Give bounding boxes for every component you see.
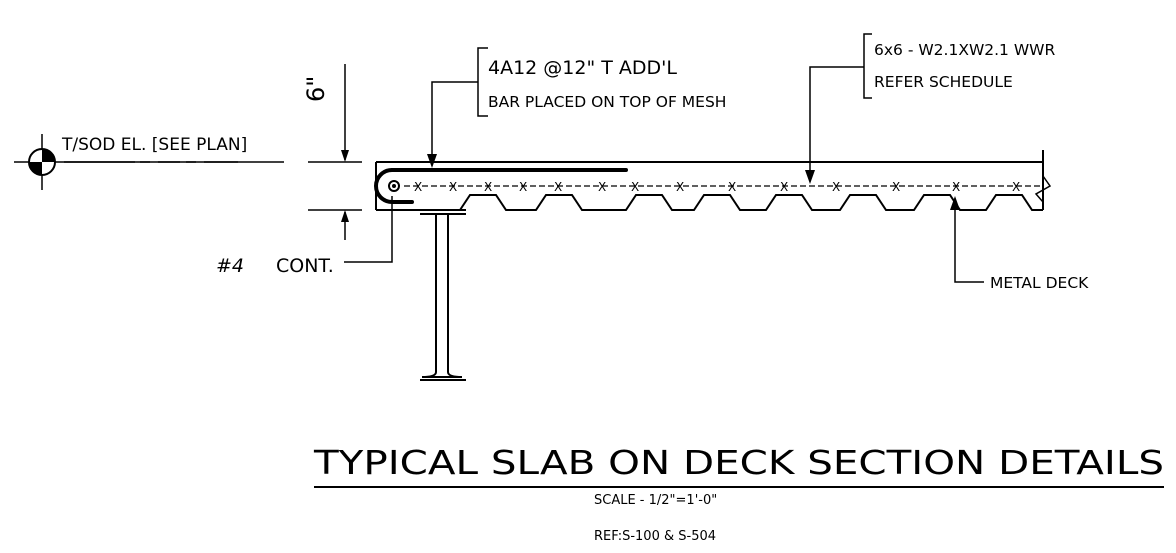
mesh-note: REFER SCHEDULE (874, 73, 1013, 91)
mesh-mark: X (1012, 180, 1020, 194)
mesh-mark: X (554, 180, 562, 194)
mesh-mark: X (676, 180, 684, 194)
mesh-callout (805, 33, 872, 184)
top-bar-callout (427, 47, 488, 168)
mesh-marks: X X X X X X X X X X X X X X (414, 180, 1020, 194)
thickness-label: 6" (302, 76, 330, 102)
thickness-dimension (308, 64, 362, 240)
steel-beam (420, 209, 466, 381)
reference-label: REF:S-100 & S-504 (594, 529, 716, 544)
mesh-mark: X (780, 180, 788, 194)
mesh-mark: X (892, 180, 900, 194)
bar-cont-label: CONT. (276, 255, 334, 277)
mesh-mark: X (598, 180, 606, 194)
mesh-mark: X (728, 180, 736, 194)
mesh-mark: X (414, 180, 422, 194)
detail-title: TYPICAL SLAB ON DECK SECTION DETAILS (313, 443, 1164, 482)
mesh-mark: X (449, 180, 457, 194)
top-bar-note: BAR PLACED ON TOP OF MESH (488, 93, 726, 111)
mesh-mark: X (484, 180, 492, 194)
mesh-mark: X (631, 180, 639, 194)
concrete-slab (375, 150, 1052, 211)
metal-deck-callout (950, 196, 984, 283)
mesh-mark: X (832, 180, 840, 194)
mesh-mark: X (952, 180, 960, 194)
scale-label: SCALE - 1/2"=1'-0" (594, 493, 717, 508)
mesh-mark: X (519, 180, 527, 194)
mesh-label: 6x6 - W2.1XW2.1 WWR (874, 41, 1055, 59)
bar-cont-callout (344, 196, 393, 263)
top-bar-label: 4A12 @12" T ADD'L (488, 57, 677, 79)
metal-deck-label: METAL DECK (990, 274, 1089, 292)
top-reinforcing-bar (374, 168, 628, 204)
bar-size-label: #4 (216, 255, 244, 277)
elevation-label: T/SOD EL. [SEE PLAN] (61, 135, 247, 155)
